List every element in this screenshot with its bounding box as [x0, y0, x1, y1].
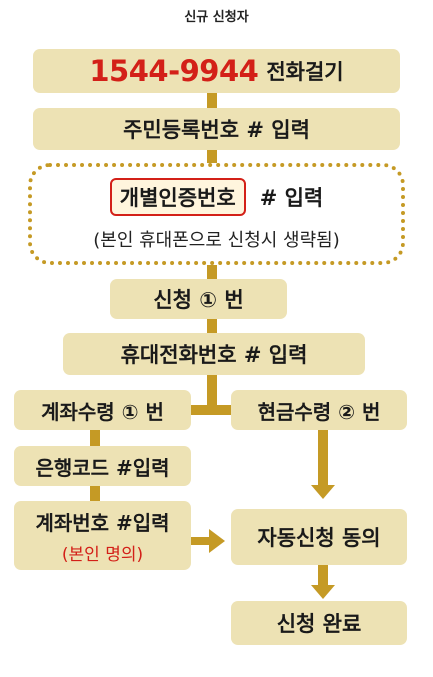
connector-cash-down — [318, 425, 328, 487]
account-number-label: 계좌번호 #입력 — [35, 510, 170, 535]
cert-number-chip: 개별인증번호 — [109, 178, 246, 216]
cert-input-label: # 입력 — [259, 186, 324, 210]
cert-note: (본인 휴대폰으로 신청시 생략됨) — [93, 230, 340, 251]
step-complete: 신청 완료 — [231, 601, 407, 645]
call-text: 전화걸기 — [266, 60, 344, 84]
step-resident-number: 주민등록번호 # 입력 — [33, 108, 400, 150]
step-apply-one: 신청 ① 번 — [110, 279, 287, 319]
step-account-number: 계좌번호 #입력 (본인 명의) — [14, 501, 191, 570]
step-bank-code: 은행코드 #입력 — [14, 446, 191, 486]
connector-account-right — [191, 537, 211, 545]
apply-one-label: 신청 ① 번 — [153, 288, 244, 312]
account-receive-label: 계좌수령 ① 번 — [41, 399, 164, 424]
auto-apply-label: 자동신청 동의 — [257, 526, 381, 550]
complete-label: 신청 완료 — [276, 612, 362, 636]
resident-number-label: 주민등록번호 # 입력 — [123, 118, 310, 142]
connector-horizontal-split — [181, 405, 231, 415]
step-cash-receive: 현금수령 ② 번 — [231, 390, 407, 430]
arrowhead-cash-down — [311, 485, 335, 499]
phone-number-label: 휴대전화번호 # 입력 — [120, 343, 308, 367]
connector-auto-down — [318, 565, 328, 587]
step-account-receive: 계좌수령 ① 번 — [14, 390, 191, 430]
arrowhead-auto-down — [311, 585, 335, 599]
call-number: 1544-9944 — [89, 54, 259, 88]
diagram-title: 신규 신청자 — [184, 10, 249, 25]
account-owner-note: (본인 명의) — [61, 544, 144, 565]
arrowhead-account-right — [209, 529, 225, 553]
bank-code-label: 은행코드 #입력 — [35, 455, 170, 480]
step-auto-apply: 자동신청 동의 — [231, 509, 407, 565]
step-call: 1544-9944 전화걸기 — [33, 49, 400, 93]
cert-row: 개별인증번호 # 입력 — [28, 178, 405, 216]
cash-receive-label: 현금수령 ② 번 — [257, 399, 381, 424]
step-phone-number: 휴대전화번호 # 입력 — [63, 333, 365, 375]
